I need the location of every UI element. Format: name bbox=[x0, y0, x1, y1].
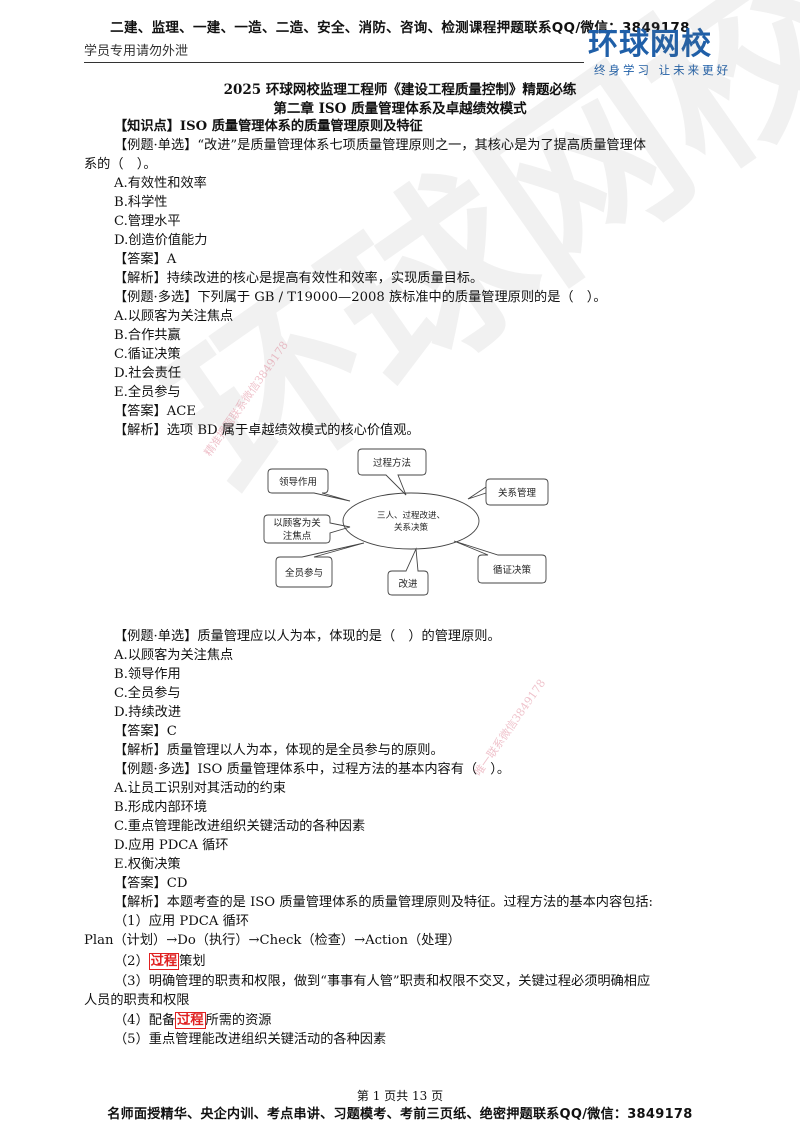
q4-option-a: A.让员工识别对其活动的约束 bbox=[114, 781, 286, 796]
center-label-2: 关系决策 bbox=[394, 522, 429, 533]
q1-answer: 【答案】A bbox=[114, 252, 177, 267]
callout-engagement bbox=[275, 542, 365, 588]
q1-option-c: C.管理水平 bbox=[114, 214, 181, 229]
q2-option-b: B.合作共赢 bbox=[114, 328, 181, 343]
q2-option-a: A.以顾客为关注焦点 bbox=[114, 309, 234, 324]
logo: 环球网校 终身学习 让未来更好 bbox=[588, 28, 738, 82]
q2-option-d: D.社会责任 bbox=[114, 366, 182, 381]
node-engagement: 全员参与 bbox=[285, 567, 323, 579]
q4-point-4: （4）配备过程所需的资源 bbox=[114, 1012, 272, 1029]
q1-analysis: 【解析】持续改进的核心是提高有效性和效率，实现质量目标。 bbox=[114, 271, 484, 286]
logo-slogan: 终身学习 让未来更好 bbox=[594, 63, 732, 77]
knowledge-point: 【知识点】ISO 质量管理体系的质量管理原则及特征 bbox=[114, 119, 423, 134]
q4-option-b: B.形成内部环境 bbox=[114, 800, 208, 815]
q1-stem-cont: 系的（ ）。 bbox=[84, 157, 157, 172]
q4-point-1: （1）应用 PDCA 循环 bbox=[114, 914, 249, 929]
q4-point-2: （2）过程策划 bbox=[114, 953, 206, 970]
q1-stem: 【例题·单选】“改进”是质量管理体系七项质量管理原则之一，其核心是为了提高质量管… bbox=[114, 138, 646, 153]
q3-option-b: B.领导作用 bbox=[114, 667, 181, 682]
q3-analysis: 【解析】质量管理以人为本，体现的是全员参与的原则。 bbox=[114, 743, 444, 758]
q1-option-a: A.有效性和效率 bbox=[114, 176, 207, 191]
node-evidence-decision: 循证决策 bbox=[493, 564, 532, 576]
chapter-title: 第二章 ISO 质量管理体系及卓越绩效模式 bbox=[273, 101, 527, 117]
center-ellipse bbox=[342, 492, 480, 550]
node-customer-focus-2: 注焦点 bbox=[283, 530, 312, 542]
q4-option-d: D.应用 PDCA 循环 bbox=[114, 838, 229, 853]
q4-analysis: 【解析】本题考查的是 ISO 质量管理体系的质量管理原则及特征。过程方法的基本内… bbox=[114, 895, 654, 910]
node-customer-focus-1: 以顾客为关 bbox=[273, 517, 321, 529]
q2-stem: 【例题·多选】下列属于 GB / T19000—2008 族标准中的质量管理原则… bbox=[114, 290, 607, 305]
q3-option-d: D.持续改进 bbox=[114, 705, 182, 720]
q2-option-e: E.全员参与 bbox=[114, 385, 181, 400]
q4-option-c: C.重点管理能改进组织关键活动的各种因素 bbox=[114, 819, 366, 834]
q2-answer: 【答案】ACE bbox=[114, 404, 196, 419]
callout-evidence bbox=[453, 540, 547, 584]
q1-option-b: B.科学性 bbox=[114, 195, 168, 210]
q3-answer: 【答案】C bbox=[114, 724, 177, 739]
q1-option-d: D.创造价值能力 bbox=[114, 233, 208, 248]
q4-point-3: （3）明确管理的职责和权限，做到“事事有人管”职责和权限不交叉，关键过程必须明确… bbox=[114, 974, 651, 989]
q2-option-c: C.循证决策 bbox=[114, 347, 181, 362]
node-process-method: 过程方法 bbox=[373, 457, 411, 469]
highlight-process: 过程 bbox=[148, 953, 180, 970]
callout-relation bbox=[467, 478, 549, 506]
top-banner: 二建、监理、一建、一造、二造、安全、消防、咨询、检测课程押题联系QQ/微信：38… bbox=[110, 20, 690, 36]
q4-point-5: （5）重点管理能改进组织关键活动的各种因素 bbox=[114, 1032, 387, 1047]
footer-banner: 名师面授精华、央企内训、考点串讲、习题模考、考前三页纸、绝密押题联系QQ/微信：… bbox=[107, 1107, 693, 1122]
q3-option-a: A.以顾客为关注焦点 bbox=[114, 648, 234, 663]
principles-diagram: 三人、过程改进、 关系决策 过程方法 领导作用 关系管理 以顾客为关 注焦点 全… bbox=[263, 448, 549, 596]
header-left-text: 学员专用请勿外泄 bbox=[84, 44, 189, 59]
q4-point-3-cont: 人员的职责和权限 bbox=[84, 993, 190, 1008]
callout-leadership bbox=[267, 468, 351, 502]
callout-improvement bbox=[387, 547, 429, 596]
q4-answer: 【答案】CD bbox=[114, 876, 188, 891]
callout-process bbox=[357, 448, 427, 496]
header-rule bbox=[84, 62, 584, 63]
logo-text: 环球网校 bbox=[588, 27, 712, 62]
q3-stem: 【例题·单选】质量管理应以人为本，体现的是（ ）的管理原则。 bbox=[114, 629, 501, 644]
q2-analysis: 【解析】选项 BD 属于卓越绩效模式的核心价值观。 bbox=[114, 423, 420, 438]
doc-title: 2025 环球网校监理工程师《建设工程质量控制》精题必练 bbox=[223, 82, 577, 98]
node-leadership: 领导作用 bbox=[279, 476, 317, 488]
callout-customer bbox=[263, 514, 351, 544]
q4-stem: 【例题·多选】ISO 质量管理体系中，过程方法的基本内容有（ ）。 bbox=[114, 762, 511, 777]
node-relation-management: 关系管理 bbox=[498, 487, 537, 499]
center-label-1: 三人、过程改进、 bbox=[377, 510, 445, 521]
watermark-small-1: 精准押题联系微信3849178 bbox=[201, 338, 291, 459]
node-improvement: 改进 bbox=[398, 578, 418, 590]
q4-option-e: E.权衡决策 bbox=[114, 857, 181, 872]
highlight-process-2: 过程 bbox=[175, 1012, 206, 1029]
page-number: 第 1 页共 13 页 bbox=[356, 1089, 444, 1103]
q4-pdca: Plan（计划）→Do（执行）→Check（检查）→Action（处理） bbox=[84, 933, 461, 948]
q3-option-c: C.全员参与 bbox=[114, 686, 181, 701]
